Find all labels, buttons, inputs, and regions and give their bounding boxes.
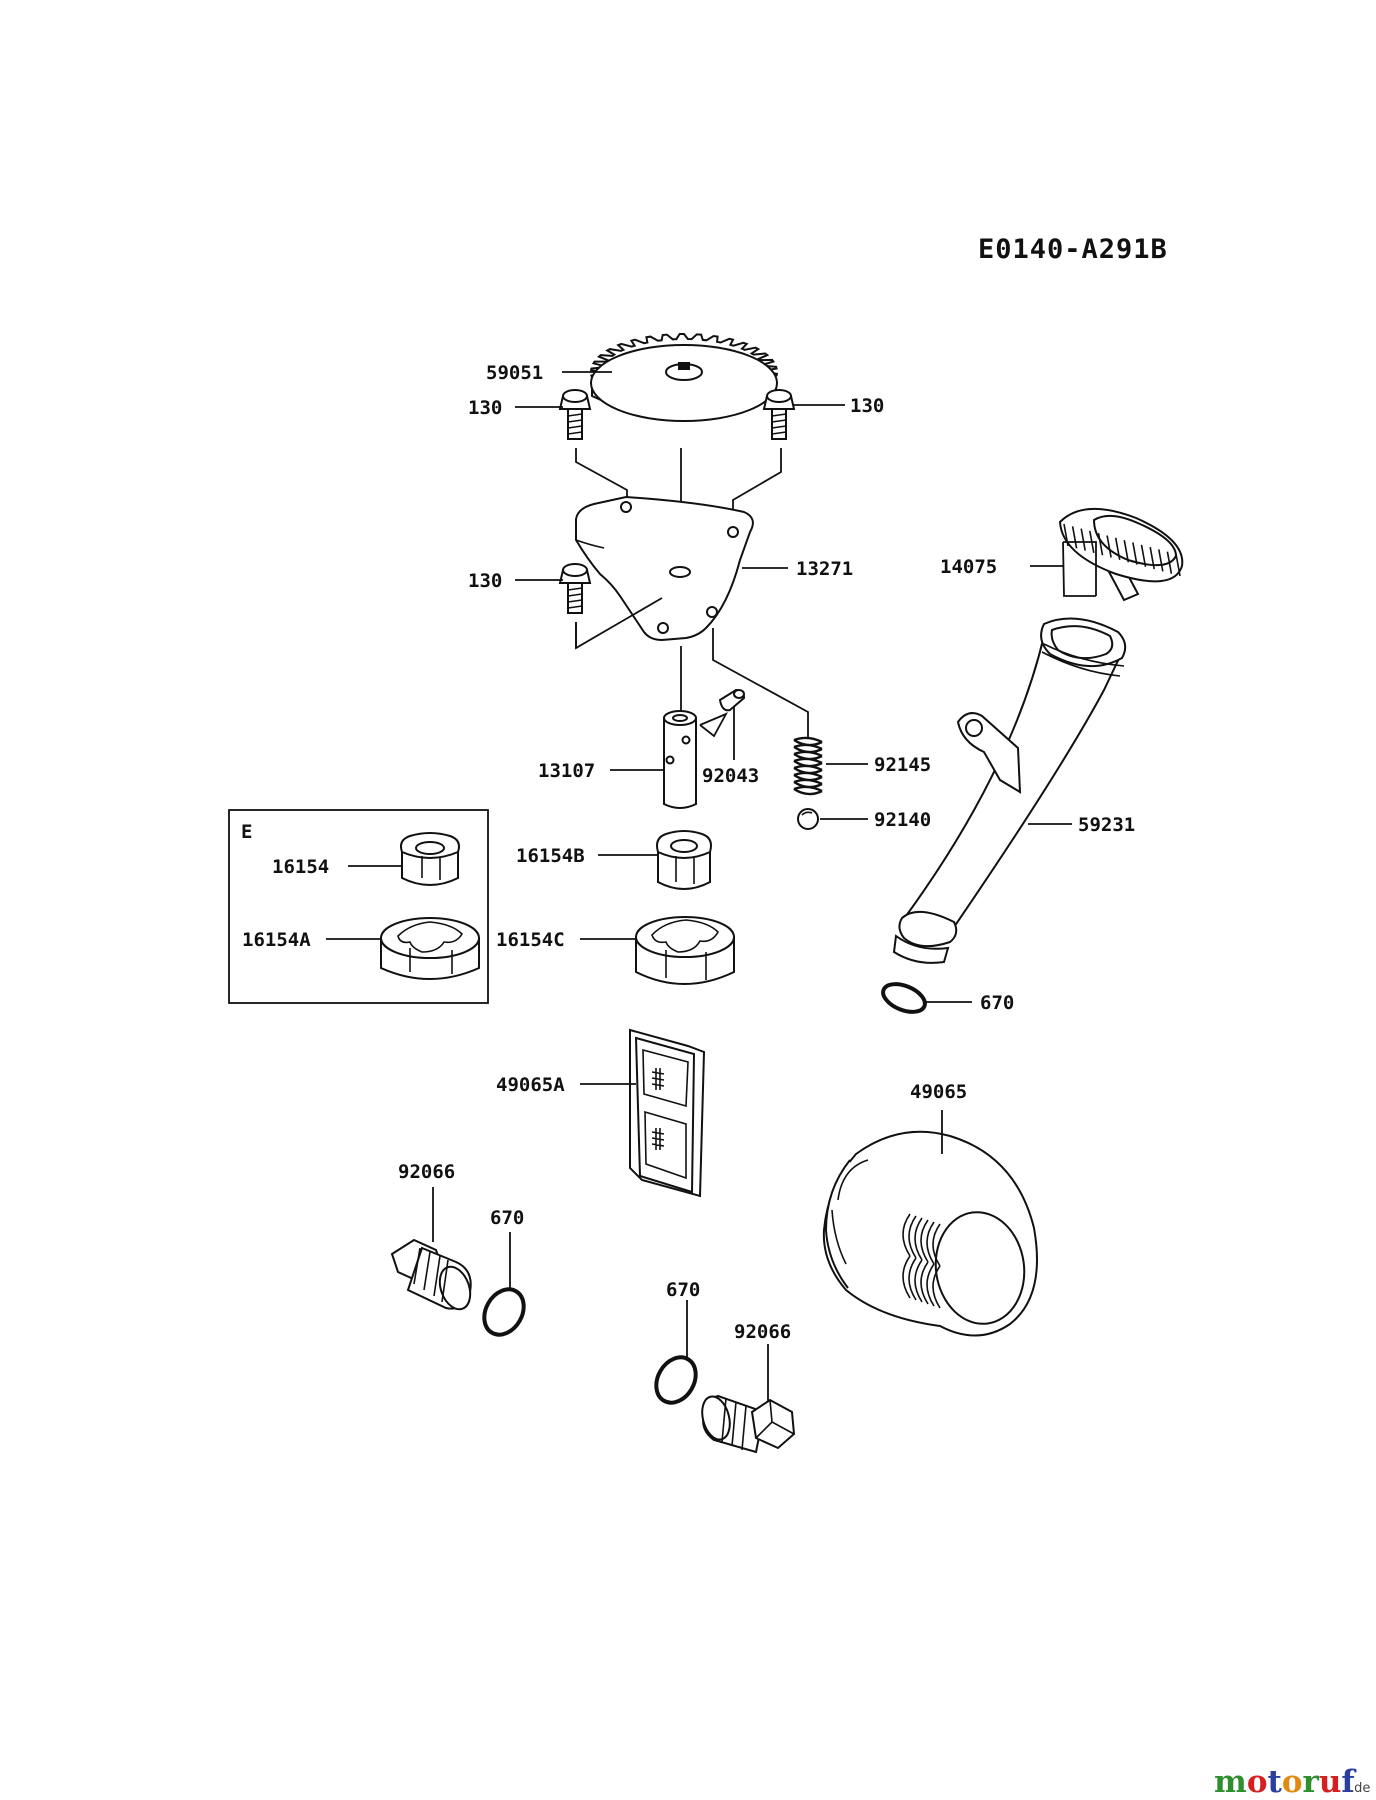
gear-59051 [589, 333, 779, 422]
inset-box-e [228, 809, 489, 1004]
label-670-left: 670 [490, 1207, 524, 1229]
label-16154A: 16154A [242, 929, 311, 951]
label-130-left-mid: 130 [468, 570, 502, 592]
o-ring-670-center [654, 1355, 698, 1405]
inner-rotor-16154 [400, 832, 460, 886]
shaft-13107 [663, 710, 697, 809]
bolt-130-left-mid [558, 563, 592, 614]
inner-rotor-16154B [656, 830, 712, 890]
diagram-code: E0140-A291B [978, 234, 1168, 265]
label-130-right-top: 130 [850, 395, 884, 417]
label-13107: 13107 [538, 760, 595, 782]
drain-plug-92066-center [701, 1394, 796, 1454]
label-16154C: 16154C [496, 929, 565, 951]
label-16154: 16154 [272, 856, 329, 878]
label-670-center: 670 [666, 1279, 700, 1301]
label-92066-center: 92066 [734, 1321, 791, 1343]
label-92043: 92043 [702, 765, 759, 787]
label-49065A: 49065A [496, 1074, 565, 1096]
bolt-130-left-top [558, 389, 592, 440]
label-670-right: 670 [980, 992, 1014, 1014]
dipstick-cap-14075 [1058, 508, 1184, 602]
drain-plug-92066-left [390, 1238, 472, 1311]
label-14075: 14075 [940, 556, 997, 578]
strainer-49065A [629, 1028, 706, 1198]
label-49065: 49065 [910, 1081, 967, 1103]
watermark-logo: motoruf .de [1214, 1764, 1370, 1800]
o-ring-670-right [881, 982, 927, 1014]
label-92140: 92140 [874, 809, 931, 831]
label-13271: 13271 [796, 558, 853, 580]
bolt-130-right-top [762, 389, 796, 440]
label-59231: 59231 [1078, 814, 1135, 836]
svg-text:motoruf: motoruf [1214, 1764, 1356, 1800]
filler-tube-59231 [892, 617, 1127, 964]
label-59051: 59051 [486, 362, 543, 384]
label-92145: 92145 [874, 754, 931, 776]
oil-filter-49065 [822, 1130, 1038, 1337]
label-92066-left: 92066 [398, 1161, 455, 1183]
inset-label-e: E [241, 821, 252, 843]
watermark-suffix: .de [1350, 1781, 1370, 1796]
o-ring-670-left [482, 1287, 526, 1337]
ball-92140 [797, 808, 819, 830]
plate-13271 [575, 495, 754, 642]
spring-92145 [793, 736, 823, 796]
label-16154B: 16154B [516, 845, 585, 867]
label-130-left-top: 130 [468, 397, 502, 419]
pin-92043 [718, 688, 746, 712]
outer-rotor-16154A [380, 917, 480, 980]
outer-rotor-16154C [635, 916, 735, 985]
